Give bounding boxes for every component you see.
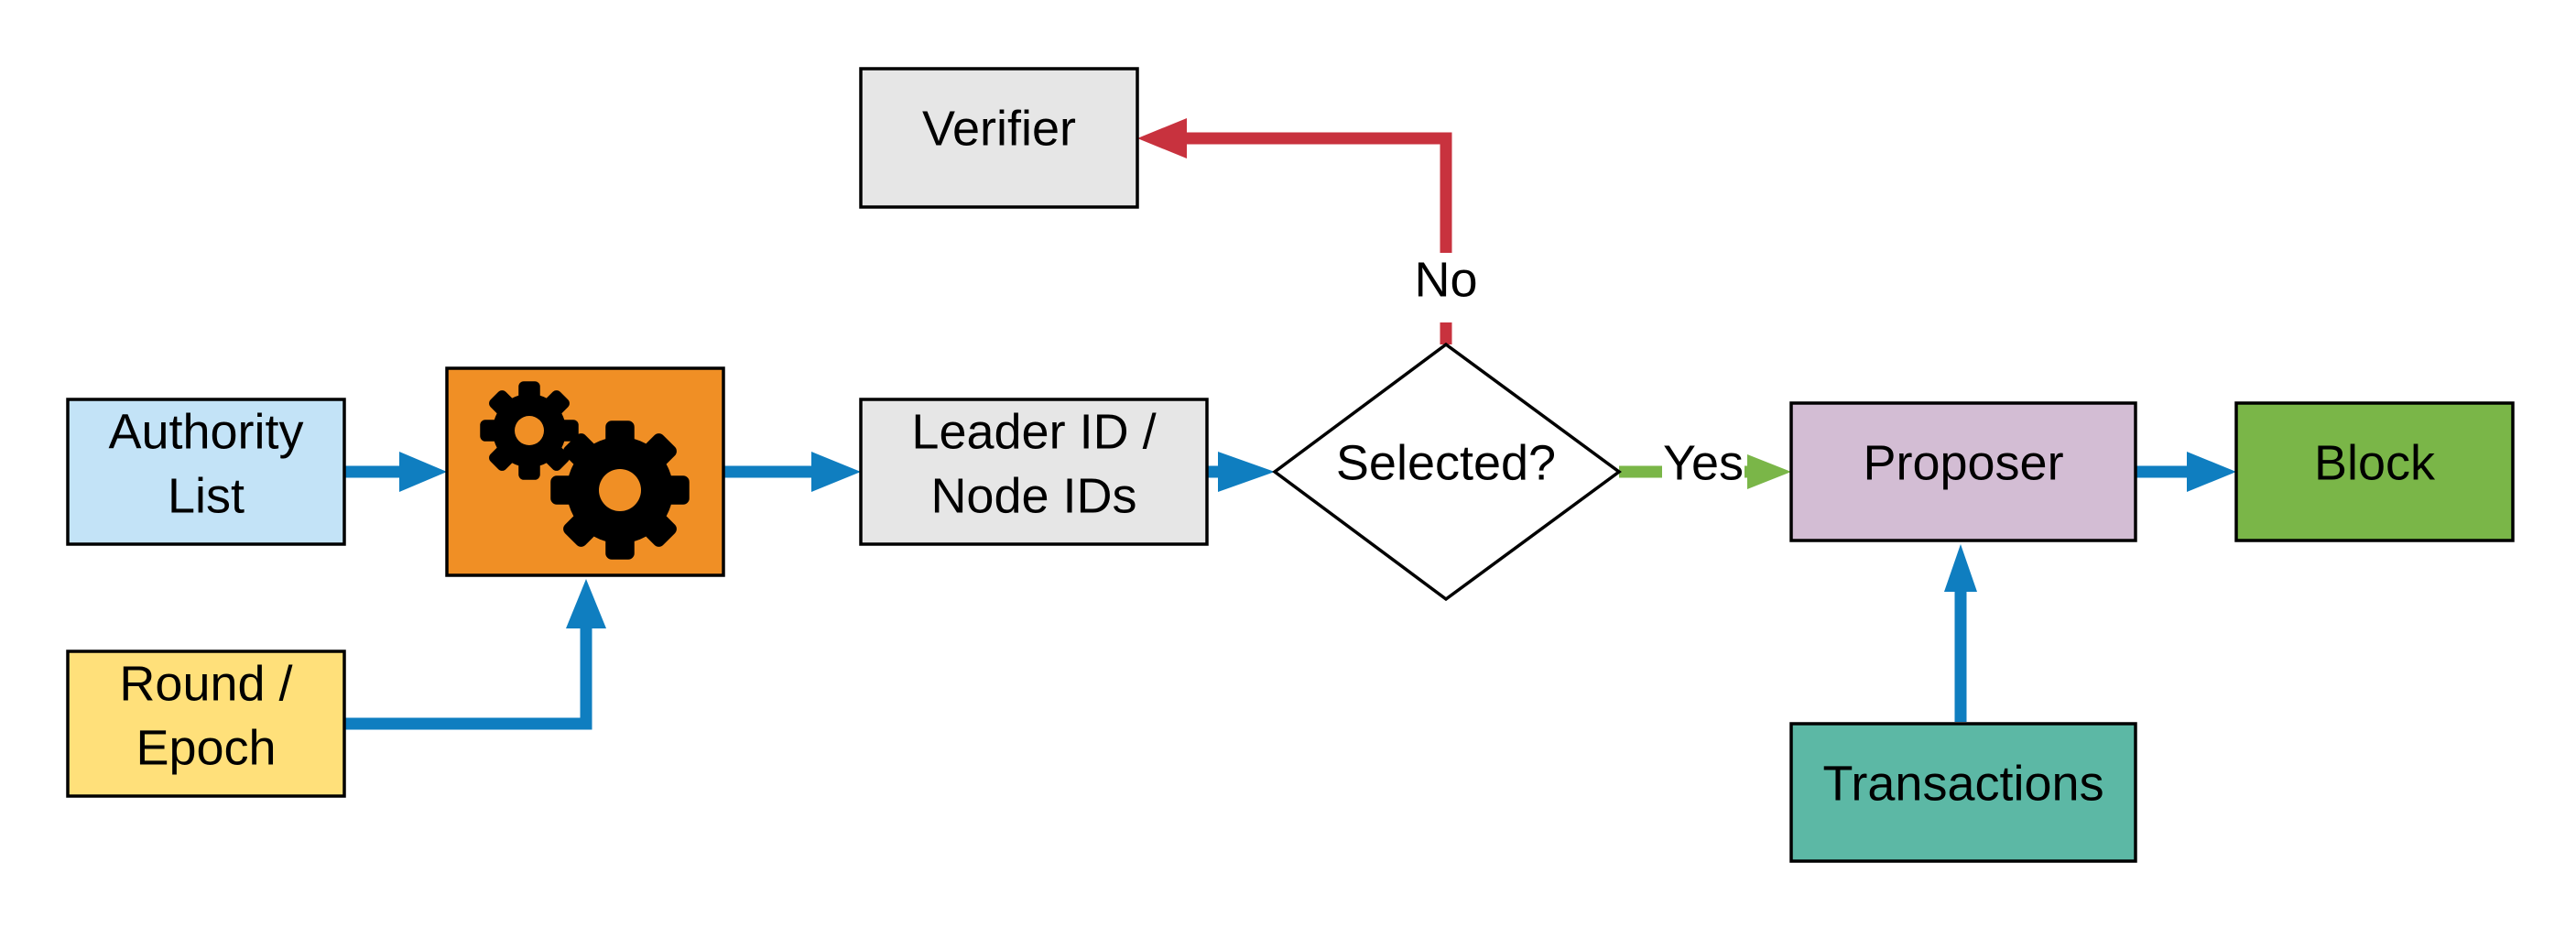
node-proposer[interactable]: Proposer [1789,401,2137,542]
node-selected-label: Selected? [1336,435,1556,490]
node-verifier-label: Verifier [922,101,1076,156]
node-block[interactable]: Block [2234,401,2515,542]
node-leader-ids[interactable]: Leader ID / Node IDs [859,398,1209,546]
node-round-epoch-label-line1: Round / [119,656,292,711]
node-proposer-label: Proposer [1863,435,2063,490]
node-authority-list[interactable]: Authority List [66,398,346,546]
edge-label-yes: Yes [1663,435,1744,490]
node-verifier[interactable]: Verifier [859,67,1139,209]
node-round-epoch[interactable]: Round / Epoch [66,650,346,798]
arrow-transactions-to-proposer [1944,544,1977,722]
node-transactions[interactable]: Transactions [1789,722,2137,863]
node-transactions-label: Transactions [1822,756,2103,811]
node-leader-ids-label-line2: Node IDs [930,468,1136,523]
connectors [344,118,2236,730]
arrow-authority-to-process [344,452,447,492]
arrow-selected-to-proposer-yes [1619,454,1791,489]
node-authority-list-label-line2: List [168,468,245,523]
node-authority-list-label-line1: Authority [108,404,303,459]
edge-label-no: No [1414,252,1477,307]
arrow-leader-to-selected [1207,452,1275,492]
node-process[interactable] [445,366,725,577]
gears-icon [480,381,690,560]
node-leader-ids-label-line1: Leader ID / [911,404,1156,459]
arrow-proposer-to-block [2136,452,2236,492]
node-round-epoch-label-line2: Epoch [136,720,276,775]
node-block-label: Block [2314,435,2436,490]
node-selected-decision[interactable]: Selected? [1272,342,1622,602]
arrow-process-to-leader [723,452,861,492]
arrow-round-to-process [344,579,606,730]
arrow-selected-to-verifier-no [1137,118,1452,344]
